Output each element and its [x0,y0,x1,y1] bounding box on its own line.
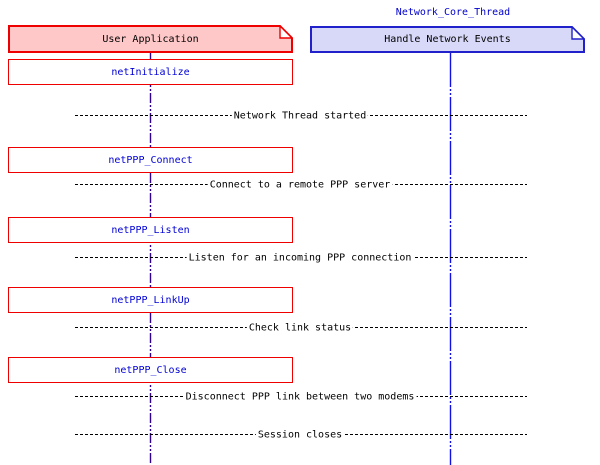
message-session-closes: Session closes [255,428,345,442]
message-connect-remote-ppp-server: Connect to a remote PPP server [207,178,393,192]
actor-handle-network-events-label: Handle Network Events [384,34,511,45]
note-fold-icon [571,26,585,40]
call-box-netinitialize: netInitialize [8,59,293,85]
message-disconnect-ppp-link: Disconnect PPP link between two modems [183,390,417,404]
note-fold-icon [279,25,293,39]
actor-user-application-label: User Application [102,33,199,45]
actor-handle-network-events: Handle Network Events [310,26,585,53]
call-box-netppp-listen: netPPP_Listen [8,217,293,243]
note-shape [8,25,293,53]
note-shape [310,26,585,53]
call-box-netppp-close: netPPP_Close [8,357,293,383]
message-network-thread-started: Network Thread started [231,109,369,123]
actor-user-application: User Application [8,25,293,53]
message-check-link-status: Check link status [246,321,354,335]
call-box-netppp-linkup: netPPP_LinkUp [8,287,293,313]
thread-title-label: Network_Core_Thread [395,7,511,18]
message-listen-incoming-ppp-connection: Listen for an incoming PPP connection [186,251,414,265]
call-box-netppp-connect: netPPP_Connect [8,147,293,173]
